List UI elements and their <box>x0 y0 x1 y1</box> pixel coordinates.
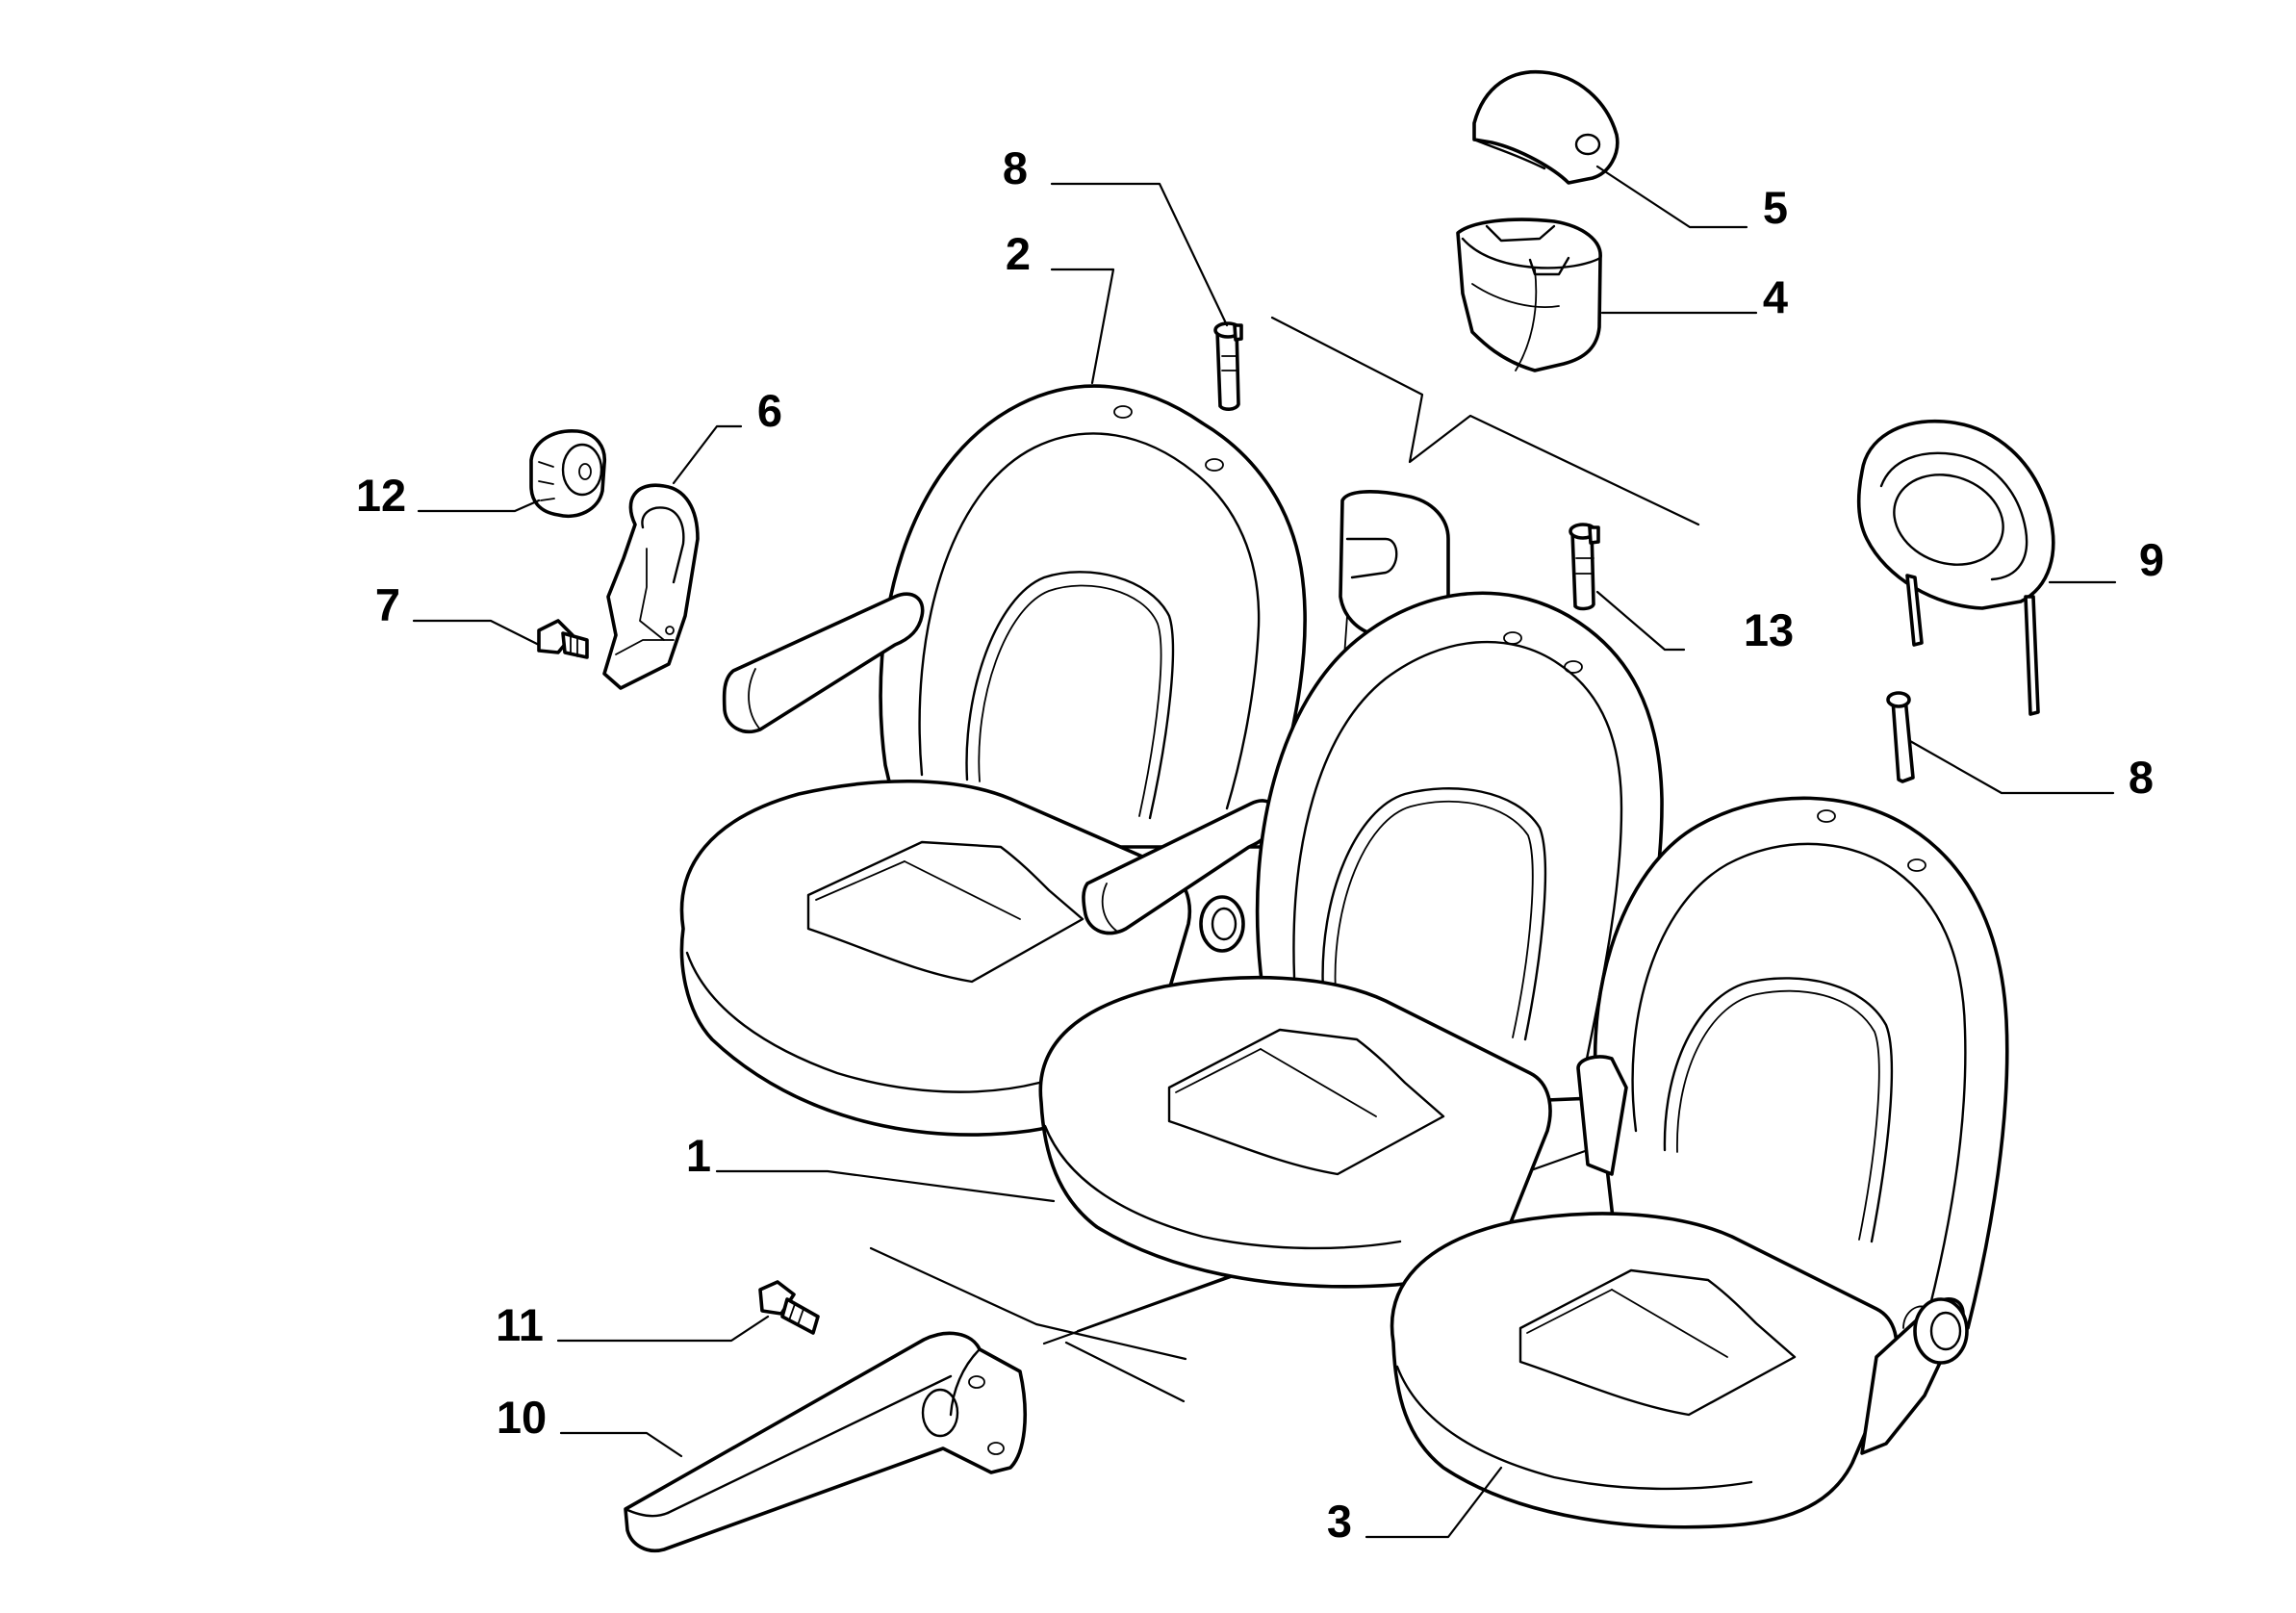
callout-12: 12 <box>356 470 406 521</box>
callout-labels: 1 2 3 4 5 6 7 8 8 9 10 11 12 13 <box>356 142 2164 1547</box>
callout-13: 13 <box>1744 604 1794 655</box>
part-12-knob <box>529 429 606 518</box>
part-11-bolt <box>758 1280 820 1335</box>
callout-8-top: 8 <box>1003 142 1028 193</box>
callout-7: 7 <box>375 579 400 630</box>
part-9-headrest <box>1856 419 2055 716</box>
leader-11 <box>556 1315 770 1343</box>
part-5-headrest-cap <box>1472 69 1620 185</box>
seat-armrest-center <box>1082 799 1278 953</box>
seat-right <box>1390 796 2009 1529</box>
callout-9: 9 <box>2139 534 2164 585</box>
part-6-side-cover <box>602 483 700 690</box>
leader-8b <box>1908 739 2115 795</box>
callout-10: 10 <box>497 1392 547 1443</box>
leader-lines <box>412 165 2117 1539</box>
part-8-pin-top <box>1213 321 1243 411</box>
part-8-pin-right <box>1886 691 1915 783</box>
part-7-bolt <box>537 619 589 659</box>
callout-5: 5 <box>1763 182 1788 233</box>
callout-3: 3 <box>1327 1496 1352 1547</box>
leader-13 <box>1595 590 1686 652</box>
leader-12 <box>417 499 541 513</box>
leader-8a <box>1050 182 1229 327</box>
leader-10 <box>559 1431 683 1458</box>
seat-left <box>679 384 1307 1137</box>
callout-4: 4 <box>1763 271 1788 322</box>
leader-1 <box>715 1169 1056 1203</box>
callout-11: 11 <box>496 1299 544 1350</box>
part-13-pin <box>1569 523 1600 611</box>
callout-8-right: 8 <box>2129 752 2154 803</box>
leader-2 <box>1050 268 1115 385</box>
leader-3 <box>1365 1466 1503 1539</box>
callout-6: 6 <box>757 385 782 436</box>
seat-middle <box>1038 490 1664 1289</box>
leader-6 <box>672 424 743 485</box>
callout-1: 1 <box>686 1130 711 1181</box>
callout-2: 2 <box>1006 228 1031 279</box>
part-10-armrest <box>624 1331 1027 1552</box>
part-4-headrest-base <box>1456 218 1602 372</box>
leader-5 <box>1595 165 1748 229</box>
leader-7 <box>412 619 541 647</box>
